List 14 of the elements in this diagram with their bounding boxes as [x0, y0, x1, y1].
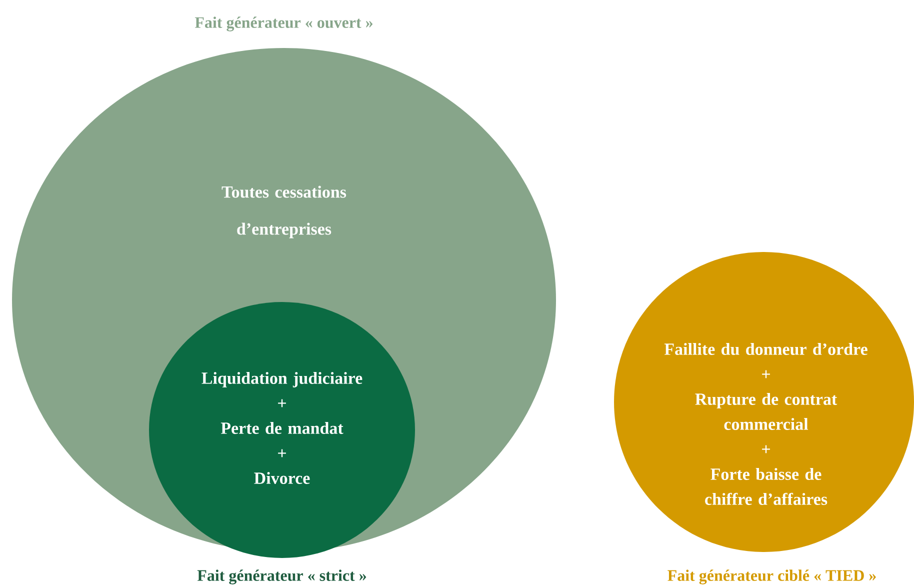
text-line: Rupture de contrat commercial [695, 393, 838, 430]
node-label: Fait générateur ciblé « TIED » [668, 570, 876, 584]
text-line: + [762, 370, 770, 378]
node-label: Fait générateur « ouvert » [194, 16, 372, 32]
text-line: Faillite du donneur d’ordre [664, 343, 868, 356]
text-line: + [278, 399, 286, 408]
text-line: Toutes cessations d’entreprises [222, 186, 346, 238]
text-line: + [278, 449, 286, 458]
text-line: + [762, 445, 770, 454]
text-line: Forte baisse de chiffre d’affaires [705, 468, 828, 505]
text-line: Divorce [254, 472, 310, 484]
text-line: Perte de mandat [220, 422, 344, 434]
text-line: Liquidation judiciaire [202, 372, 362, 388]
node-label: Fait générateur « strict » [197, 570, 366, 584]
